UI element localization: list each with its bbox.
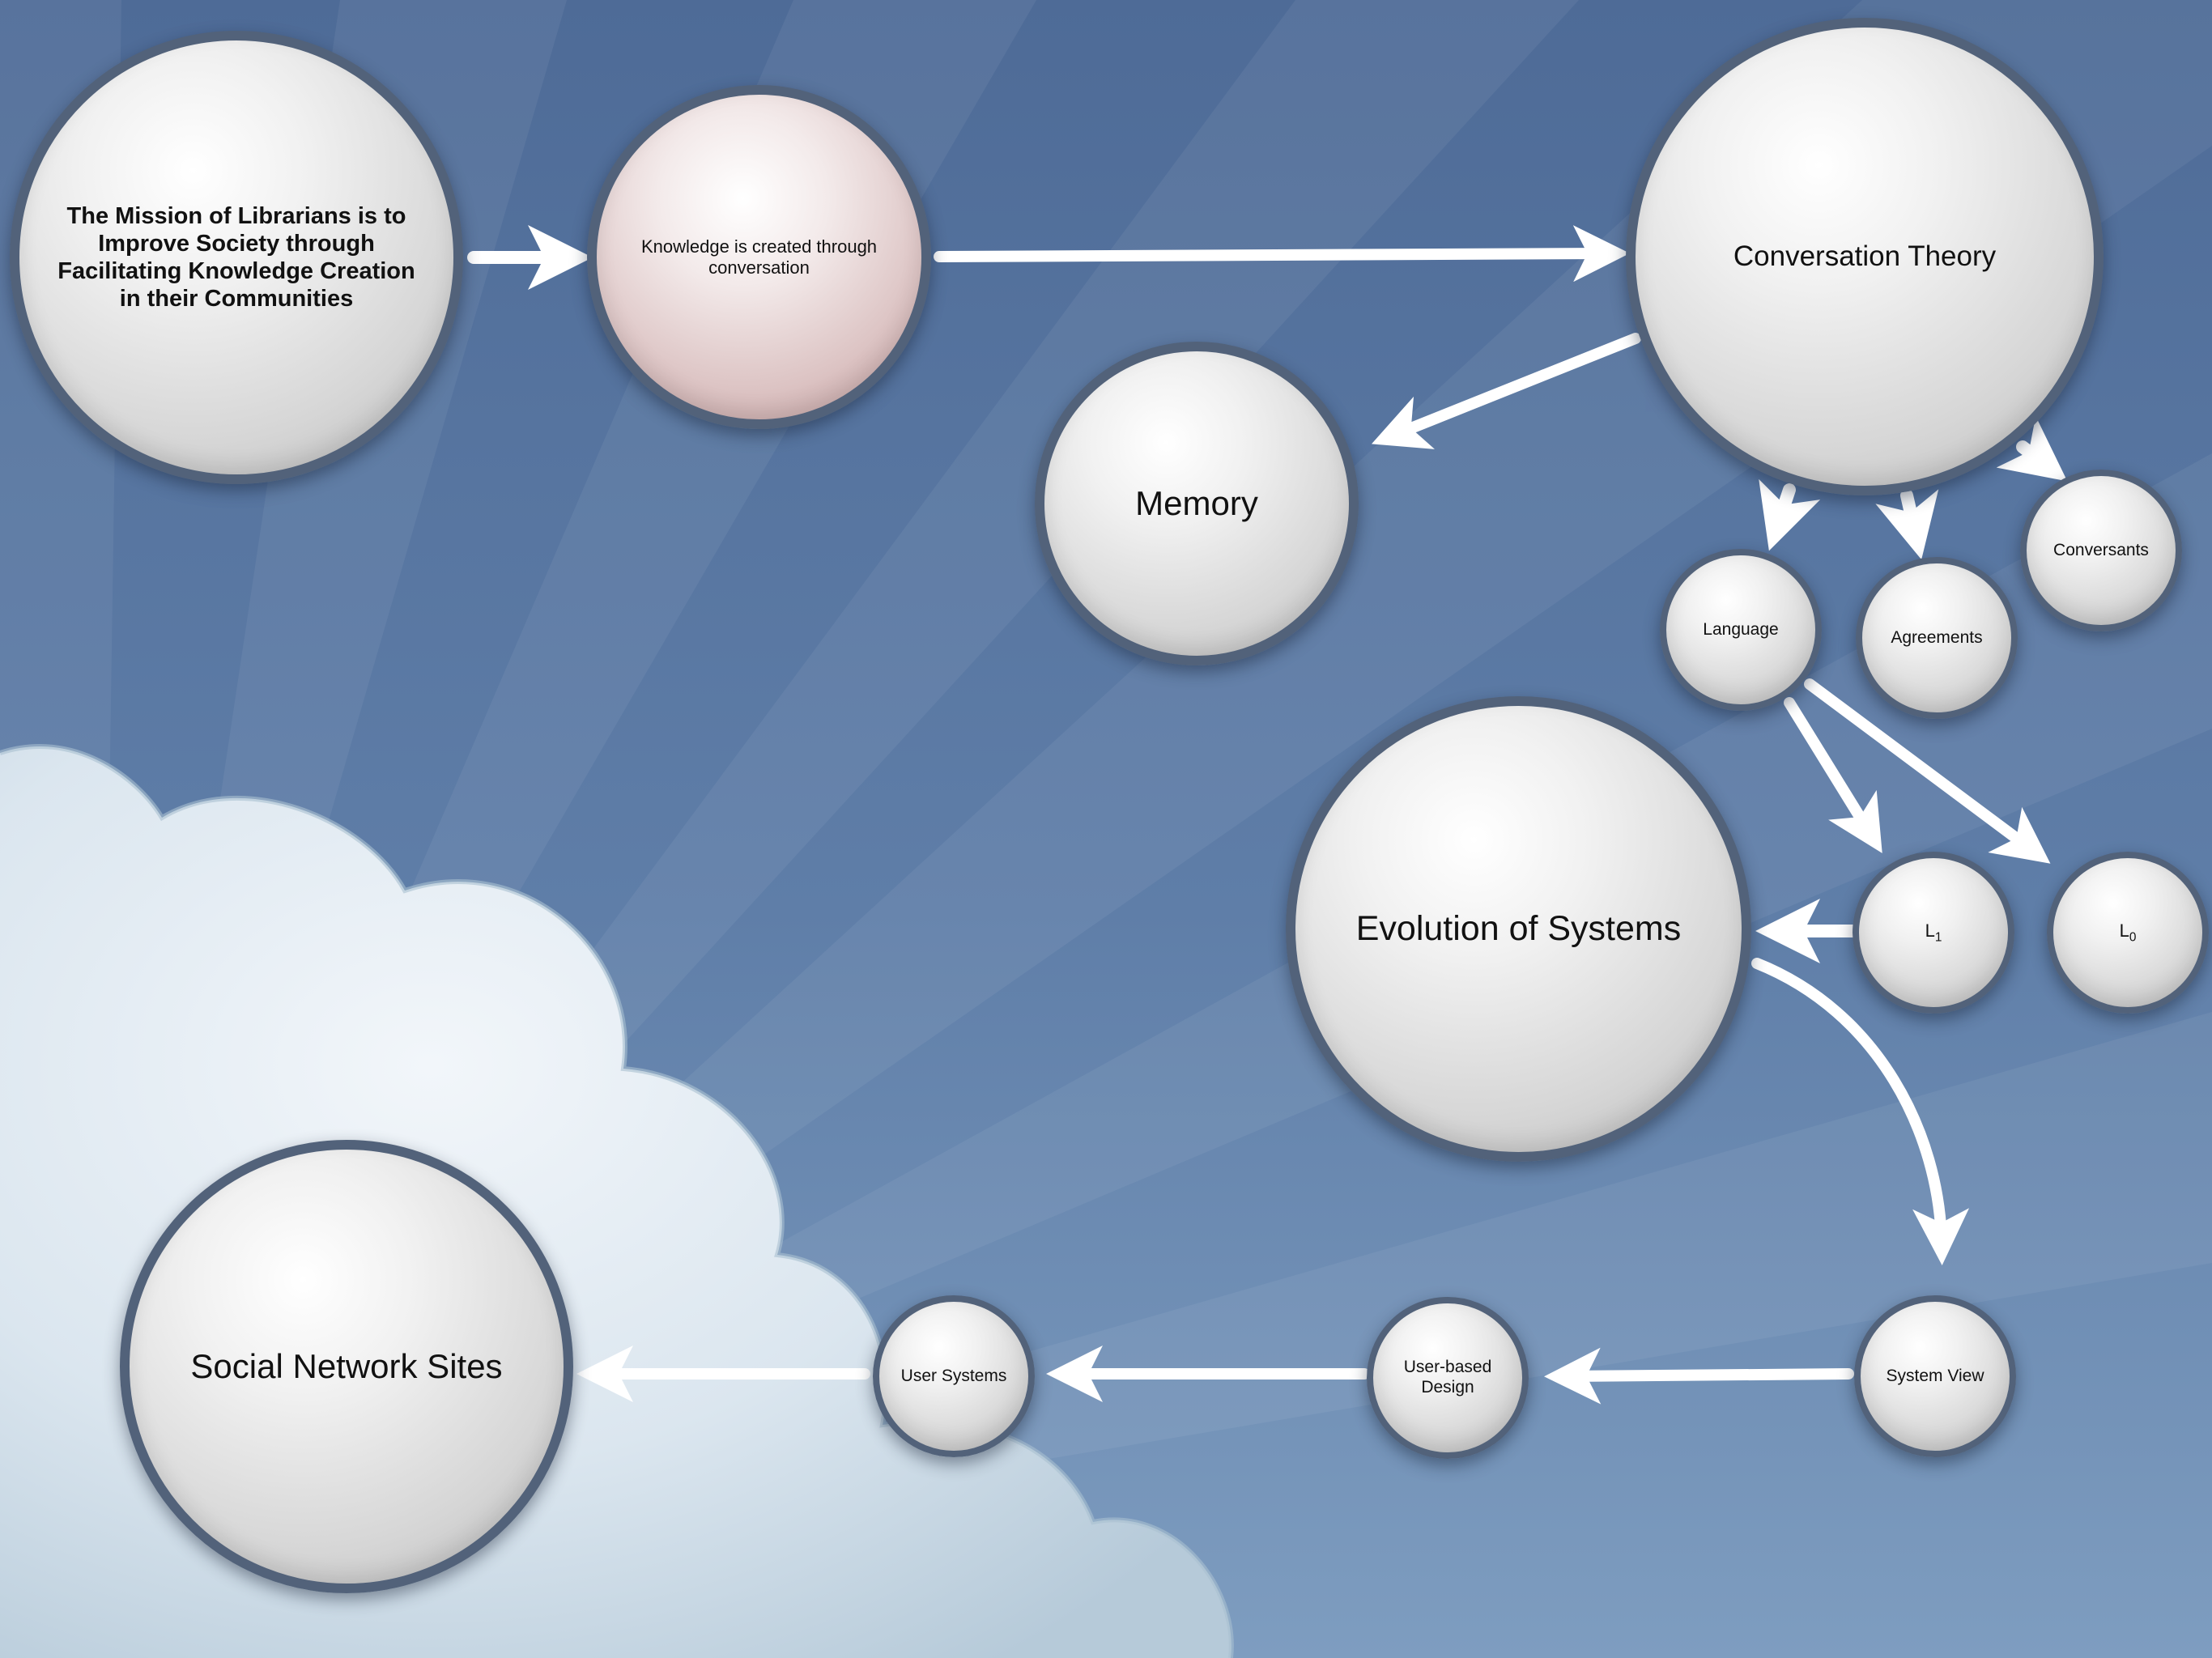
l0-node[interactable]: L0 [2047,852,2209,1014]
l1-letter: L [1925,920,1935,941]
arrow-conversation-theory-to-memory [1372,333,1641,449]
mission-label: The Mission of Librarians is to Improve … [57,202,415,312]
system-view-label: System View [1886,1366,1984,1385]
language-label: Language [1703,619,1779,639]
conversation-theory-node[interactable]: Conversation Theory [1626,18,2104,495]
social-network-sites-label: Social Network Sites [190,1347,503,1386]
user-based-design-label: User-based Design [1403,1358,1492,1397]
l1-label: L1 [1916,920,1951,946]
arrow-conversation-theory-to-conversants [1996,416,2068,482]
knowledge-node[interactable]: Knowledge is created through conversatio… [587,85,931,429]
user-systems-node[interactable]: User Systems [873,1295,1035,1457]
arrow-conversation-theory-to-language [1759,478,1821,551]
agreements-node[interactable]: Agreements [1856,557,2018,719]
user-based-design-node[interactable]: User-based Design [1367,1297,1529,1459]
agreements-label: Agreements [1891,627,1983,647]
conversants-label: Conversants [2053,540,2149,559]
l0-letter: L [2119,920,2129,941]
memory-node[interactable]: Memory [1035,342,1359,665]
social-network-sites-node[interactable]: Social Network Sites [120,1140,573,1593]
arrow-conversation-theory-to-agreements [1875,489,1939,560]
arrow-evolution-to-system-view [1751,958,1970,1265]
conversants-node[interactable]: Conversants [2020,470,2182,631]
memory-label: Memory [1135,484,1258,523]
l1-node[interactable]: L1 [1853,852,2014,1014]
user-systems-label: User Systems [900,1366,1007,1385]
conversation-theory-label: Conversation Theory [1733,240,1997,273]
arrow-system-view-to-user-based-design [1544,1347,1854,1405]
system-view-node[interactable]: System View [1854,1295,2016,1457]
language-node[interactable]: Language [1660,549,1822,711]
knowledge-label: Knowledge is created through conversatio… [640,236,878,278]
arrows [467,225,2068,1405]
l1-subscript: 1 [1934,930,1942,945]
l0-subscript: 0 [2129,930,2137,945]
l0-label: L0 [2111,920,2146,946]
arrow-language-to-l0 [1804,678,2051,864]
arrow-language-to-l1 [1784,697,1882,853]
evolution-of-systems-label: Evolution of Systems [1355,909,1682,949]
mission-node[interactable]: The Mission of Librarians is to Improve … [10,31,463,484]
evolution-of-systems-node[interactable]: Evolution of Systems [1286,696,1751,1162]
arrow-knowledge-to-conversation-theory [934,225,1630,283]
